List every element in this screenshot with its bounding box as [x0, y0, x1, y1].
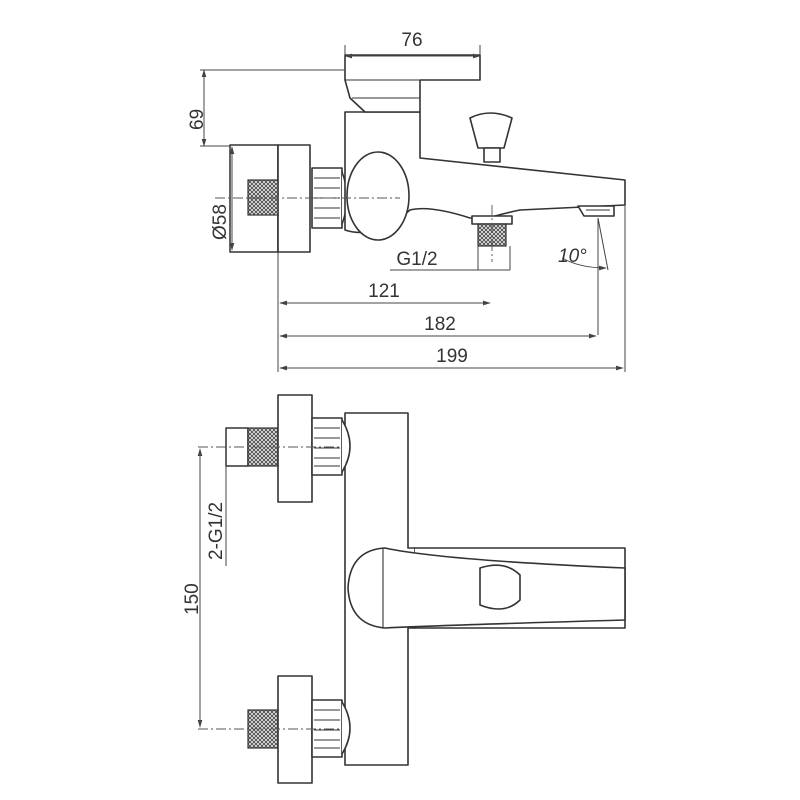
dimension-diameter: Ø58 — [210, 145, 235, 252]
thread-callout: G1/2 — [390, 246, 511, 271]
dimension-76-label: 76 — [401, 30, 422, 51]
inlet-thread-callout: 2-G1/2 — [206, 428, 227, 566]
lower-inlet — [247, 675, 351, 784]
aerator — [577, 205, 615, 217]
dimension-69-label: 69 — [187, 109, 208, 130]
dimension-150: 150 — [182, 448, 203, 728]
dimension-76: 76 — [344, 30, 481, 59]
dimension-diameter-label: Ø58 — [210, 204, 231, 240]
dimension-150-label: 150 — [182, 583, 203, 615]
inlet-thread-label: 2-G1/2 — [206, 502, 227, 560]
side-view: 76 69 Ø58 G1/2 10° — [187, 30, 626, 372]
angle-callout: 10° — [558, 217, 609, 335]
dimension-199-label: 199 — [436, 346, 468, 367]
dimension-121: 121 — [279, 281, 491, 306]
top-view: 150 2-G1/2 — [182, 394, 626, 784]
lever-handle — [344, 54, 481, 113]
upper-inlet — [225, 394, 351, 503]
dimension-69: 69 — [187, 69, 345, 147]
handle-recess — [479, 564, 521, 610]
inlet-thread — [247, 179, 279, 216]
dimension-199: 199 — [279, 346, 624, 371]
dimension-182: 182 — [279, 314, 597, 339]
dimension-121-label: 121 — [368, 281, 400, 302]
thread-label: G1/2 — [396, 249, 437, 270]
diverter-knob — [469, 112, 513, 163]
dimension-182-label: 182 — [424, 314, 456, 335]
angle-label: 10° — [558, 246, 587, 267]
eccentric-flange — [277, 144, 311, 253]
cartridge-disc — [346, 151, 410, 241]
